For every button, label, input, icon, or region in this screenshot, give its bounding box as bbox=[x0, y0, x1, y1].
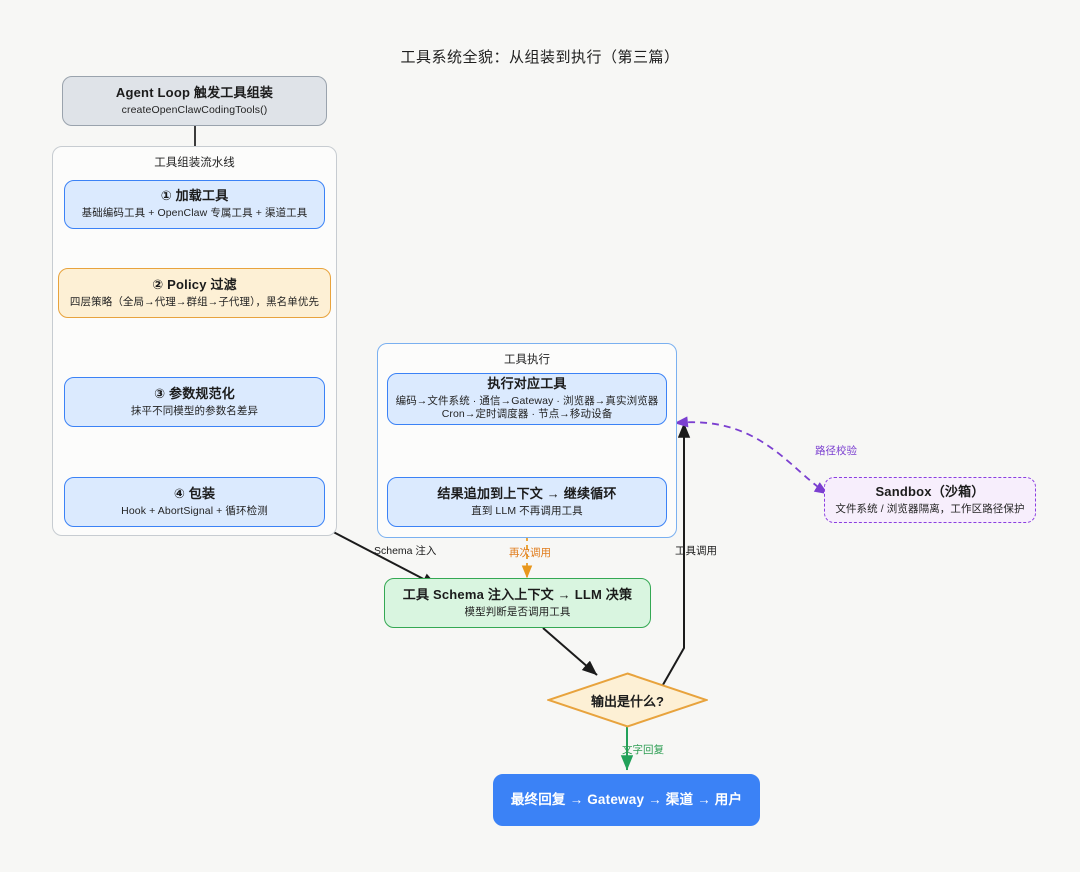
edge-label-schema-inject: Schema 注入 bbox=[374, 545, 437, 557]
page-title: 工具系统全貌：从组装到执行（第三篇） bbox=[400, 49, 680, 66]
node-sandbox-subtitle: 文件系统 / 浏览器隔离，工作区路径保护 bbox=[835, 502, 1025, 515]
node-schema-llm-subtitle: 模型判断是否调用工具 bbox=[464, 605, 571, 618]
node-step4-subtitle: Hook + AbortSignal + 循环检测 bbox=[121, 504, 268, 517]
node-step1-title: ① 加载工具 bbox=[160, 188, 229, 204]
edge-label-recall: 再次调用 bbox=[509, 547, 551, 559]
node-entry-title: Agent Loop 触发工具组装 bbox=[115, 84, 274, 100]
subgraph-execution-title: 工具执行 bbox=[504, 354, 550, 366]
subgraph-pipeline-title: 工具组装流水线 bbox=[154, 157, 235, 169]
node-step4-title: ④ 包装 bbox=[173, 485, 216, 501]
node-step4-wrap[interactable]: ④ 包装 Hook + AbortSignal + 循环检测 bbox=[64, 477, 325, 527]
node-step2-subtitle: 四层策略（全局→代理→群组→子代理），黑名单优先 bbox=[69, 295, 320, 308]
node-entry[interactable]: Agent Loop 触发工具组装 createOpenClawCodingTo… bbox=[62, 76, 327, 126]
node-decision-label: 输出是什么? bbox=[591, 693, 664, 709]
node-append-result-subtitle: 直到 LLM 不再调用工具 bbox=[471, 504, 583, 517]
node-append-result[interactable]: 结果追加到上下文 → 继续循环 直到 LLM 不再调用工具 bbox=[387, 477, 667, 527]
node-step3-title: ③ 参数规范化 bbox=[153, 385, 236, 401]
diamond-shape bbox=[547, 672, 708, 728]
edge-label-text-reply: 文字回复 bbox=[622, 744, 664, 756]
node-schema-llm[interactable]: 工具 Schema 注入上下文 → LLM 决策 模型判断是否调用工具 bbox=[384, 578, 651, 628]
node-entry-subtitle: createOpenClawCodingTools() bbox=[121, 103, 268, 116]
node-final-reply[interactable]: 最终回复 → Gateway → 渠道 → 用户 bbox=[493, 774, 760, 826]
node-final-reply-title: 最终回复 → Gateway → 渠道 → 用户 bbox=[510, 792, 743, 808]
node-step3-subtitle: 抹平不同模型的参数名差异 bbox=[130, 404, 259, 417]
node-step2-title: ② Policy 过滤 bbox=[152, 276, 237, 292]
node-exec-tool[interactable]: 执行对应工具 编码→文件系统 · 通信→Gateway · 浏览器→真实浏览器 … bbox=[387, 373, 667, 425]
node-step1-load-tools[interactable]: ① 加载工具 基础编码工具 + OpenClaw 专属工具 + 渠道工具 bbox=[64, 180, 325, 229]
edge-label-tool-call: 工具调用 bbox=[675, 545, 717, 557]
node-schema-llm-title: 工具 Schema 注入上下文 → LLM 决策 bbox=[402, 586, 633, 602]
node-exec-tool-subtitle: 编码→文件系统 · 通信→Gateway · 浏览器→真实浏览器 bbox=[395, 394, 659, 407]
node-step1-subtitle: 基础编码工具 + OpenClaw 专属工具 + 渠道工具 bbox=[81, 207, 308, 220]
node-append-result-title: 结果追加到上下文 → 继续循环 bbox=[437, 485, 617, 501]
node-step2-policy-filter[interactable]: ② Policy 过滤 四层策略（全局→代理→群组→子代理），黑名单优先 bbox=[58, 268, 331, 318]
node-decision-output-type[interactable]: 输出是什么? bbox=[547, 672, 708, 728]
node-sandbox-title: Sandbox（沙箱） bbox=[875, 483, 985, 499]
node-exec-tool-title: 执行对应工具 bbox=[487, 375, 567, 391]
node-step3-normalize-params[interactable]: ③ 参数规范化 抹平不同模型的参数名差异 bbox=[64, 377, 325, 427]
node-sandbox[interactable]: Sandbox（沙箱） 文件系统 / 浏览器隔离，工作区路径保护 bbox=[824, 477, 1036, 523]
node-exec-tool-subtitle2: Cron→定时调度器 · 节点→移动设备 bbox=[441, 408, 613, 421]
edge-label-path-check: 路径校验 bbox=[815, 445, 857, 457]
